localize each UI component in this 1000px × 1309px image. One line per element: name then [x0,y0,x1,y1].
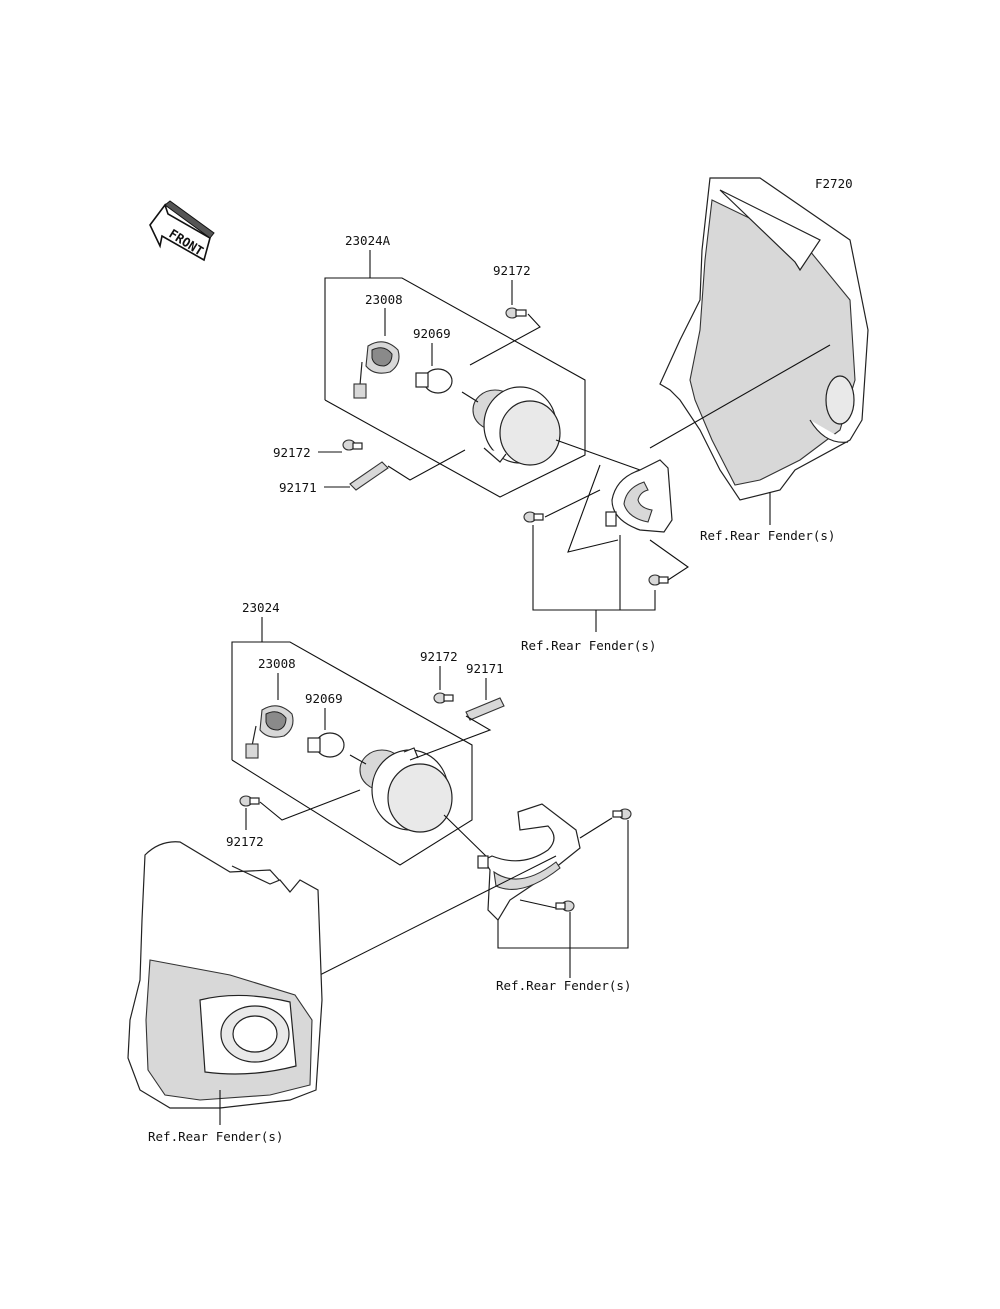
band-upper [349,461,389,491]
assembly-box-lower [231,641,473,866]
label-ref-fender-lower-bracket: Ref.Rear Fender(s) [496,978,631,993]
light-housing-lower [359,747,453,833]
label-92172-lower-top: 92172 [420,649,458,664]
screw-bracket-upper-2 [648,574,669,586]
label-23024A: 23024A [345,233,391,248]
screw-lower-top [433,692,454,704]
screw-bracket-lower-1 [612,808,632,820]
assembly-box-upper [324,277,586,498]
label-92069-lower: 92069 [305,691,343,706]
screw-bracket-lower-2 [555,900,575,912]
rear-fender-upper [659,177,869,501]
bulb-lower [307,732,345,758]
label-92172-lower-left: 92172 [226,834,264,849]
rear-fender-lower [127,841,323,1109]
lower-assembly: 23024 23008 92069 92172 [127,600,632,1144]
screw-bracket-upper-1 [523,511,544,523]
bulb-socket-lower [245,705,294,759]
label-92172-upper-left: 92172 [273,445,311,460]
bulb-upper [415,368,453,394]
bulb-socket-upper [353,341,400,399]
label-92172-upper-top: 92172 [493,263,531,278]
figure-id: F2720 [815,176,853,191]
screw-lower-left [239,795,260,807]
label-92069-upper: 92069 [413,326,451,341]
band-lower [465,697,505,721]
label-23008-upper: 23008 [365,292,403,307]
label-23008-lower: 23008 [258,656,296,671]
screw-upper-left [342,439,363,451]
front-arrow-icon: FRONT [149,200,215,262]
bracket-lower [477,803,581,921]
label-23024: 23024 [242,600,280,615]
screw-upper-top [505,307,527,319]
label-ref-fender-lower: Ref.Rear Fender(s) [148,1129,283,1144]
upper-assembly: 23024A 23008 92069 92172 [273,177,869,653]
label-ref-fender-upper-bracket: Ref.Rear Fender(s) [521,638,656,653]
label-92171-lower: 92171 [466,661,504,676]
label-ref-fender-upper: Ref.Rear Fender(s) [700,528,835,543]
label-92171-upper: 92171 [279,480,317,495]
light-housing-upper [472,386,561,466]
bracket-upper [605,459,673,533]
